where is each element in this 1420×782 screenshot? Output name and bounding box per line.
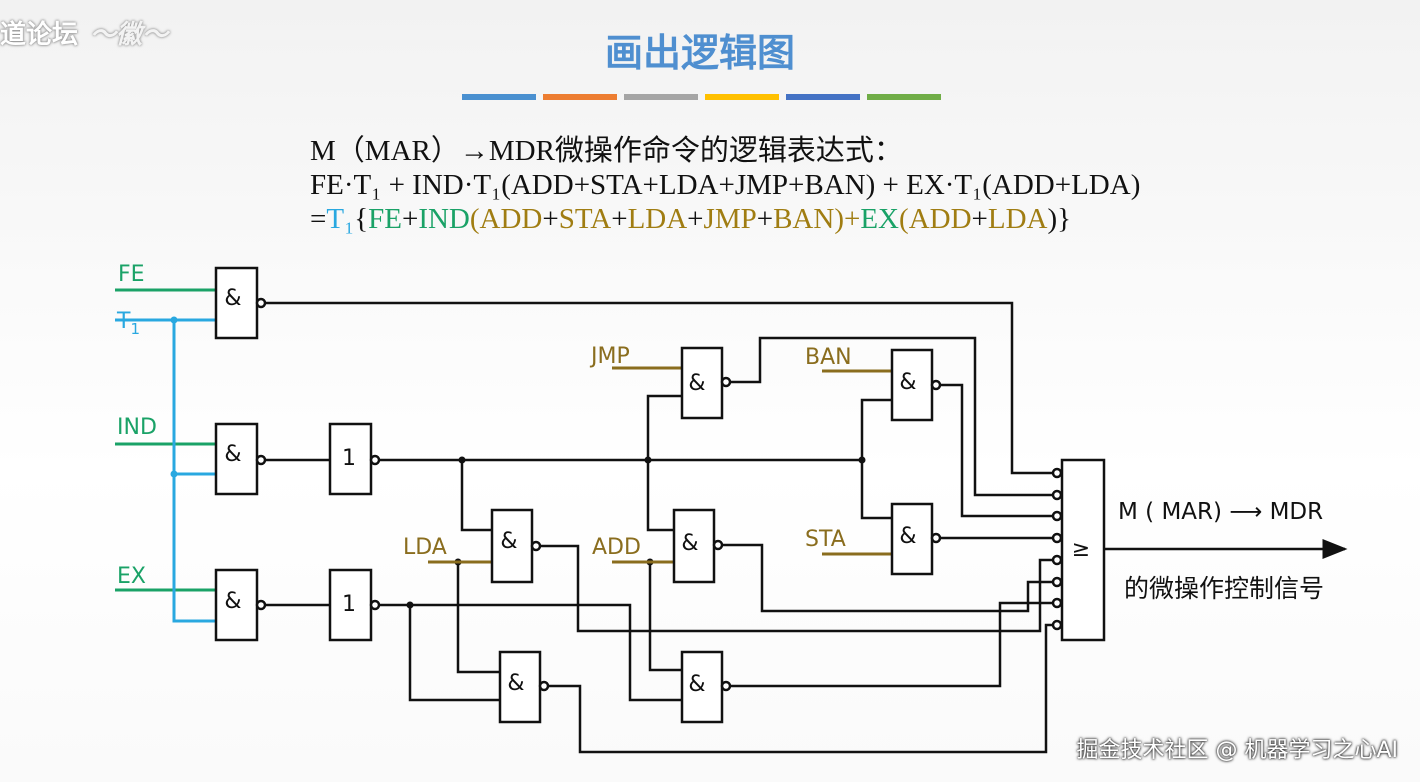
label-fe: FE [118, 262, 145, 287]
and-gate-fe [214, 266, 259, 340]
label-add: ADD [592, 535, 641, 560]
color-bar [786, 94, 860, 100]
color-bar [624, 94, 698, 100]
label-jmp: JMP [589, 344, 630, 369]
inverter-bubble [720, 376, 732, 388]
inverter-bubble [255, 599, 267, 611]
inverter-bubble [255, 297, 267, 309]
and-symbol: & [681, 531, 698, 556]
title-color-bars [462, 94, 941, 100]
not-gate-ex [328, 568, 373, 642]
label-lda: LDA [403, 535, 447, 560]
logic-expression: M（MAR）→MDR微操作命令的逻辑表达式： FE·T₁ + IND·T₁(AD… [310, 134, 1140, 236]
output-label-line2: 的微操作控制信号 [1124, 574, 1325, 603]
and-symbol: & [224, 442, 241, 467]
inverter-bubble [930, 379, 942, 391]
olive-input-lines [428, 366, 892, 564]
label-ban: BAN [805, 345, 852, 370]
not-symbol: 1 [342, 446, 356, 471]
and-symbol: & [688, 371, 705, 396]
slide-title: 画出逻辑图 [604, 30, 795, 75]
circuit-wires [265, 301, 1348, 754]
forum-logo-text: 道论坛〜徽〜 [0, 20, 169, 50]
color-bar [867, 94, 941, 100]
green-input-lines [115, 288, 216, 592]
signature-logo: 〜徽〜 [90, 20, 169, 50]
output-label-line1: M ( MAR) ⟶ MDR [1118, 499, 1324, 525]
color-bar [705, 94, 779, 100]
or-input-bubble [1051, 597, 1063, 609]
inverter-bubble [712, 539, 724, 551]
not-symbol: 1 [342, 592, 356, 617]
or-input-bubble [1051, 532, 1063, 544]
expression-line-2: FE·T₁ + IND·T₁(ADD+STA+LDA+JMP+BAN) + EX… [310, 169, 1141, 201]
and-symbol: & [500, 529, 517, 554]
and-gate-ex [214, 568, 259, 642]
and-symbol: & [224, 286, 241, 311]
inverter-bubble [538, 680, 550, 692]
or-input-bubble [1051, 619, 1063, 631]
inverter-bubble [530, 540, 542, 552]
and-symbol: & [507, 671, 524, 696]
or-symbol: ≥ [1072, 537, 1090, 562]
expression-line-3: =T₁{FE+IND(ADD+STA+LDA+JMP+BAN)+EX(ADD+L… [310, 203, 1072, 235]
and-gate-ind [214, 422, 259, 496]
or-input-bubble [1051, 467, 1063, 479]
or-input-bubble [1051, 554, 1063, 566]
inverter-bubble [369, 599, 381, 611]
label-sta: STA [805, 527, 846, 552]
watermark: 掘金技术社区 @ 机器学习之心AI [1076, 738, 1398, 763]
label-ex: EX [117, 564, 146, 589]
or-input-bubble [1051, 576, 1063, 588]
color-bar [543, 94, 617, 100]
label-t1: T1 [116, 309, 140, 338]
and-symbol: & [688, 672, 705, 697]
and-symbol: & [899, 370, 916, 395]
inverter-bubble [255, 454, 267, 466]
not-gate-ind [328, 422, 373, 496]
inverter-bubble [720, 680, 732, 692]
color-bar [462, 94, 536, 100]
and-symbol: & [899, 524, 916, 549]
or-gate [1060, 458, 1106, 642]
or-input-bubble [1051, 489, 1063, 501]
t1-clock-lines [115, 318, 216, 623]
label-ind: IND [117, 415, 157, 440]
and-gate-add [672, 508, 716, 584]
inverter-bubble [369, 454, 381, 466]
inverter-bubble [930, 532, 942, 544]
expression-line-1: M（MAR）→MDR微操作命令的逻辑表达式： [310, 135, 903, 167]
and-symbol: & [224, 589, 241, 614]
or-input-bubble [1051, 510, 1063, 522]
